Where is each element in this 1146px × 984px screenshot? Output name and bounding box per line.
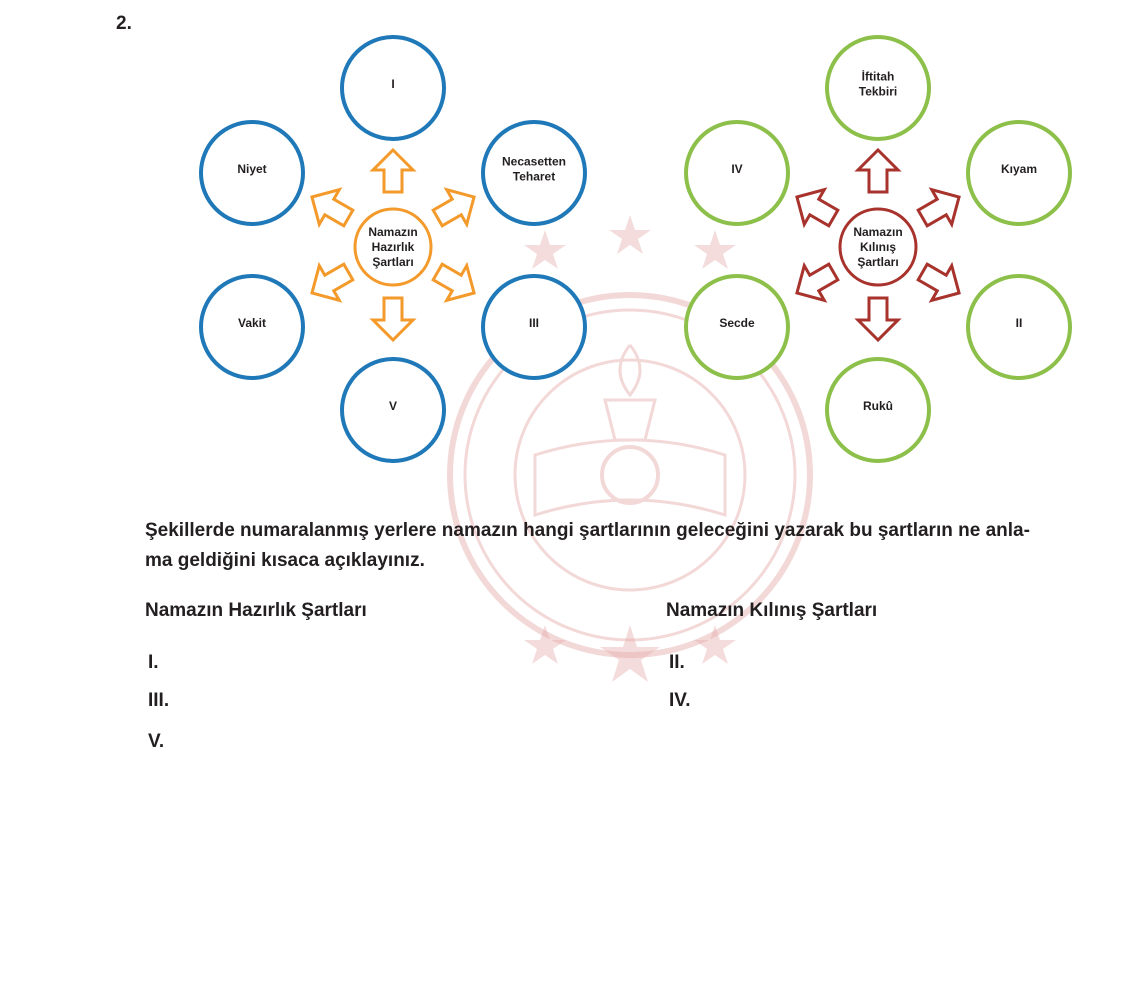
left-section-heading: Namazın Hazırlık Şartları <box>145 600 367 621</box>
center-label-line: Şartları <box>372 255 413 269</box>
condition-node-label-line: Niyet <box>237 162 266 176</box>
center-circle <box>838 207 918 287</box>
right-section-heading: Namazın Kılınış Şartları <box>666 600 878 621</box>
question-number: 2. <box>116 13 132 34</box>
condition-node-label-line: I <box>391 77 394 91</box>
arrow-icon <box>310 187 355 229</box>
condition-node-label: V <box>389 399 397 413</box>
condition-node-label: II <box>1016 316 1023 330</box>
center-label-line: Kılınış <box>860 240 896 254</box>
condition-node-label-line: Rukû <box>863 399 893 413</box>
condition-node-label-line: II <box>1016 316 1023 330</box>
condition-node-label: IV <box>731 162 742 176</box>
answer-label-iv: IV. <box>669 690 691 711</box>
condition-node-label-line: İftitah <box>862 69 895 84</box>
arrow-icon <box>795 187 840 229</box>
condition-node-label-line: Teharet <box>513 170 555 184</box>
condition-node-circle <box>684 120 790 226</box>
arrow-icon <box>795 261 840 303</box>
center-label-line: Namazın <box>853 225 902 239</box>
condition-node-circle <box>199 120 305 226</box>
condition-node-label-line: Necasetten <box>502 155 566 169</box>
arrow-icon <box>369 147 417 194</box>
condition-node-circle <box>825 35 931 141</box>
condition-node-label-line: Secde <box>719 316 755 330</box>
condition-node-circle <box>199 274 305 380</box>
condition-node-circle <box>684 274 790 380</box>
center-circle <box>353 207 433 287</box>
condition-node-circle <box>340 357 446 463</box>
instruction-text: Şekillerde numaralanmış yerlere namazın … <box>145 516 1125 576</box>
condition-node-label-line: IV <box>731 162 742 176</box>
condition-node-label: Kıyam <box>1001 162 1037 176</box>
watermark-seal-icon <box>447 215 813 682</box>
arrow-icon <box>916 187 961 229</box>
condition-node-label: Rukû <box>863 399 893 413</box>
condition-node-label-line: Tekbiri <box>859 85 897 99</box>
condition-node-label: Vakit <box>238 316 266 330</box>
condition-node-circle <box>481 120 587 226</box>
condition-node-label: Niyet <box>237 162 266 176</box>
center-label-line: Namazın <box>368 225 417 239</box>
answer-label-iii: III. <box>148 690 170 711</box>
condition-node-circle <box>825 357 931 463</box>
arrow-icon <box>916 261 961 303</box>
arrow-icon <box>854 147 902 194</box>
arrow-icon <box>369 296 417 343</box>
answer-label-v: V. <box>148 731 165 752</box>
condition-node-label: I <box>391 77 394 91</box>
instruction-line-2: ma geldiğini kısaca açıklayınız. <box>145 550 425 571</box>
condition-node-label-line: V <box>389 399 397 413</box>
answer-label-i: I. <box>148 652 159 673</box>
condition-node-label: Secde <box>719 316 755 330</box>
condition-node-label-line: III <box>529 316 539 330</box>
condition-node-label-line: Vakit <box>238 316 266 330</box>
center-label-line: Hazırlık <box>372 240 415 254</box>
center-label-line: Şartları <box>857 255 898 269</box>
condition-node-circle <box>966 274 1072 380</box>
condition-node-label: III <box>529 316 539 330</box>
condition-node-circle <box>966 120 1072 226</box>
answer-label-ii: II. <box>669 652 685 673</box>
arrow-icon <box>431 261 476 303</box>
instruction-line-1: Şekillerde numaralanmış yerlere namazın … <box>145 520 1030 541</box>
arrow-icon <box>310 261 355 303</box>
condition-node-circle <box>340 35 446 141</box>
arrow-icon <box>854 296 902 343</box>
arrow-icon <box>431 187 476 229</box>
condition-node-circle <box>481 274 587 380</box>
condition-node-label-line: Kıyam <box>1001 162 1037 176</box>
